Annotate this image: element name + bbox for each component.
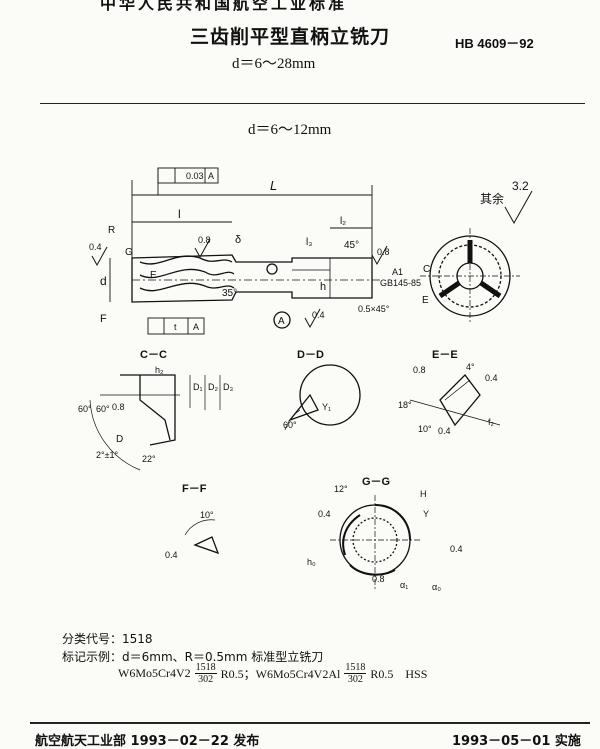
marking-formula: W6Mo5Cr4V2 1518 302 R0.5；W6Mo5Cr4V2Al 15… (118, 662, 427, 685)
dim-d: d (100, 274, 107, 288)
gg-angle-12: 12° (334, 484, 348, 494)
gg-alpha0: α₀ (432, 582, 441, 592)
formula-material-1: W6Mo5Cr4V2 (118, 666, 191, 680)
section-ee-view (409, 374, 501, 427)
label-A1: A1 (392, 267, 403, 277)
ee-rough-04b: 0.4 (438, 426, 451, 436)
section-ee-title: E－E (432, 349, 458, 361)
formula-fraction-1: 1518 302 (194, 662, 217, 685)
header-divider (40, 103, 585, 104)
ff-rough-04: 0.4 (165, 550, 178, 560)
gb-standard: GB145-85 (380, 278, 421, 288)
dim-delta: δ (235, 234, 241, 246)
gg-rough-08: 0.8 (372, 574, 385, 584)
gg-rough-04a: 0.4 (318, 509, 331, 519)
angle-45: 45° (344, 240, 359, 251)
end-view (420, 228, 520, 324)
standard-number: HB 4609－92 (455, 36, 534, 51)
footer-divider (30, 722, 590, 724)
dim-L: L (270, 178, 277, 193)
dim-l2: l₂ (340, 216, 346, 227)
section-ff-view (184, 519, 220, 555)
classification-code: 分类代号：1518 (62, 632, 153, 646)
ee-angle-4: 4° (466, 362, 475, 372)
section-dd-view (284, 364, 361, 431)
other-roughness-text: 其余 (480, 191, 504, 206)
section-cc-title: C－C (140, 349, 167, 361)
ee-rough-04a: 0.4 (485, 373, 498, 383)
gg-rough-04b: 0.4 (450, 544, 463, 554)
diameter-range: d＝6～28mm (232, 56, 316, 72)
datum-A: A (278, 316, 285, 327)
cc-D3: D₃ (223, 382, 233, 392)
tol-top-datum: A (208, 171, 214, 181)
roughness-symbols (91, 190, 533, 329)
section-dd-title: D－D (297, 349, 324, 361)
chamfer-label: 0.5×45° (358, 304, 390, 314)
formula-radius-2: R0.5 HSS (370, 667, 428, 681)
cc-angle-22: 22° (142, 454, 156, 464)
cc-D2: D₂ (208, 382, 218, 392)
footer-effective: 1993－05－01 实施 (452, 734, 581, 749)
dim-l: l (178, 207, 181, 221)
gg-h0: h₀ (307, 557, 316, 567)
cc-D: D (116, 434, 123, 445)
cc-h2: h₂ (155, 365, 164, 375)
section-mark-G: G (125, 247, 133, 258)
ee-angle-10: 10° (418, 424, 432, 434)
cc-rough: 0.8 (112, 402, 125, 412)
marking-example: 标记示例：d＝6mm、R＝0.5mm 标准型立铣刀 (62, 650, 324, 664)
gg-H: H (420, 489, 427, 499)
tol-bottom-value: t (174, 322, 177, 332)
gg-Y: Y (423, 509, 429, 519)
dimension-lines (109, 167, 373, 335)
gg-alpha1: α₁ (400, 580, 408, 590)
fraction-denominator-2: 302 (347, 674, 363, 685)
rough-main-bottom: 0.4 (312, 310, 325, 320)
footer-issuer: 航空航天工业部 1993－02－22 发布 (35, 734, 260, 749)
formula-fraction-2: 1518 302 (344, 662, 367, 685)
dd-Y1: Y₁ (322, 402, 331, 412)
header-cut-line: 中华人民共和国航空工业标准 (100, 0, 348, 13)
formula-radius-1: R0.5；W6Mo5Cr4V2Al (220, 667, 341, 681)
section-subtitle: d＝6～12mm (248, 122, 332, 138)
cc-angle-2: 2°±1° (96, 450, 119, 460)
radius-label: R (108, 225, 115, 236)
ff-angle-10: 10° (200, 510, 214, 520)
dim-l3: l₃ (306, 237, 312, 248)
ee-angle-18: 18° (398, 400, 412, 410)
section-cc-view (89, 374, 221, 471)
cc-angle-60b: 60° (96, 404, 110, 414)
cc-angle-60a: 60° (78, 404, 92, 414)
fraction-numerator-2: 1518 (344, 662, 367, 674)
fraction-denominator-1: 302 (198, 674, 214, 685)
section-mark-F: F (100, 313, 107, 325)
other-roughness-value: 3.2 (512, 179, 529, 193)
end-mark-E: E (422, 295, 429, 306)
rough-main-mid: 0.8 (198, 235, 211, 245)
cutter-side-view (131, 254, 380, 329)
ee-rough-08: 0.8 (413, 365, 426, 375)
cc-D1: D₁ (193, 382, 203, 392)
angle-35: 35° (222, 288, 237, 299)
rough-main-right: 0.8 (377, 247, 390, 257)
dd-angle-60: 60° (283, 420, 297, 430)
fraction-numerator-1: 1518 (194, 662, 217, 674)
page-title: 三齿削平型直柄立铣刀 (190, 26, 391, 48)
section-gg-title: G－G (362, 476, 390, 488)
tol-top-value: 0.03 (186, 171, 204, 181)
end-mark-C: C (423, 264, 430, 275)
tol-bottom-datum: A (193, 322, 199, 332)
rough-main-left: 0.4 (89, 242, 102, 252)
dim-h: h (320, 281, 326, 293)
ee-f2: f₂ (488, 417, 495, 427)
section-mark-E: E (150, 270, 157, 281)
section-ff-title: F－F (182, 483, 207, 495)
section-gg-view (330, 495, 420, 590)
